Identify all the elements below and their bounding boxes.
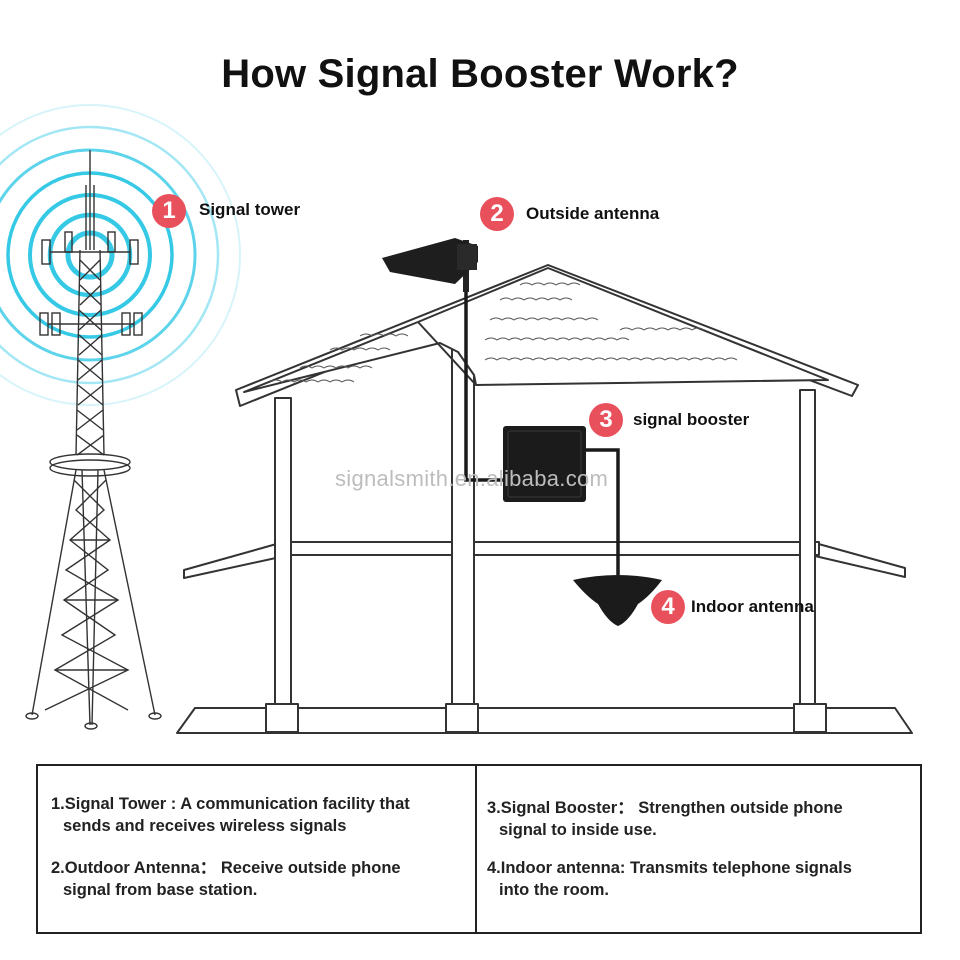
callout-label-outside-antenna: Outside antenna [526,204,660,223]
roof-shingles [269,282,738,383]
legend-item-signal-tower: 1.Signal Tower : A communication facilit… [51,793,410,837]
callout-badge-3: 3 [589,403,623,437]
signal-booster-diagram [0,104,913,734]
legend-item-text: signal to inside use. [499,821,657,839]
legend-divider [475,766,477,932]
callout-badge-1: 1 [152,194,186,228]
legend-item-indoor-antenna: 4.Indoor antenna: Transmits telephone si… [487,857,852,901]
legend-item-text: sends and receives wireless signals [63,817,347,835]
legend-item-heading: 3.Signal Booster： Strengthen outside pho… [487,799,843,817]
watermark: signalsmith.en.alibaba.com [335,466,609,491]
legend-item-outdoor-antenna: 2.Outdoor Antenna： Receive outside phone… [51,857,401,901]
callout-label-signal-booster: signal booster [633,410,750,429]
callout-badge-4: 4 [651,590,685,624]
legend-item-heading: 2.Outdoor Antenna： Receive outside phone [51,859,401,877]
legend-item-text: into the room. [499,881,609,899]
callout-label-indoor-antenna: Indoor antenna [691,597,814,616]
legend-item-signal-booster: 3.Signal Booster： Strengthen outside pho… [487,797,843,841]
legend-box: 1.Signal Tower : A communication facilit… [36,764,922,934]
house [176,264,913,734]
outside-antenna [382,238,478,292]
signal-booster-unit [503,426,586,502]
signal-tower [25,150,162,730]
legend-item-heading: 1.Signal Tower : A communication facilit… [51,795,410,813]
signal-waves [0,104,241,406]
legend-item-heading: 4.Indoor antenna: Transmits telephone si… [487,859,852,877]
cables [464,292,620,575]
page-title: How Signal Booster Work? [221,52,739,96]
callout-label-signal-tower: Signal tower [199,200,301,219]
legend-item-text: signal from base station. [63,881,258,899]
callout-badge-2: 2 [480,197,514,231]
indoor-antenna [573,575,662,626]
